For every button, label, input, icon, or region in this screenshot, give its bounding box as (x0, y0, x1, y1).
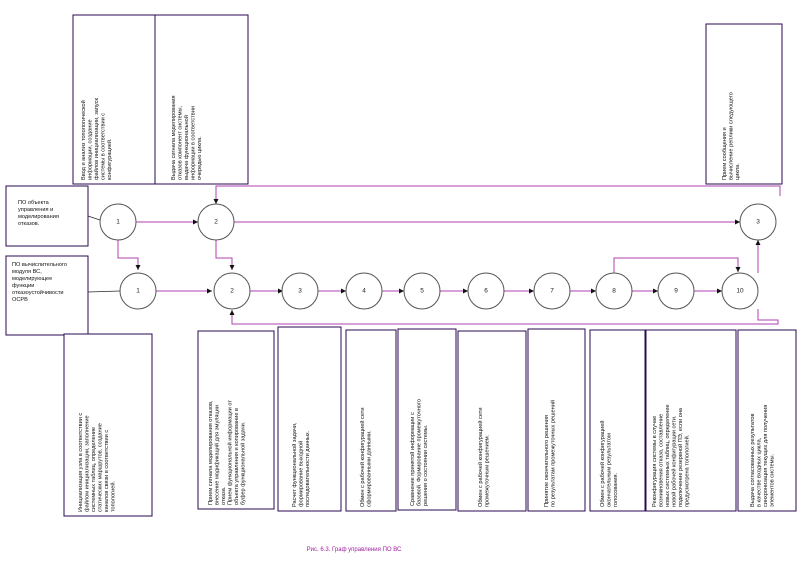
svg-text:Обмен с рабочей конфигурацией: Обмен с рабочей конфигурацией сети проме… (477, 406, 491, 507)
top-note-2: Выдача сигнала моделирования отказов ком… (154, 14, 249, 185)
bottom-note-3: Расчет функциональной задачи, формирован… (277, 326, 342, 512)
side-label-object-software: ПО объекта управления и моделирования от… (5, 185, 89, 247)
bottom-node-8: 8 (595, 272, 633, 310)
svg-text:8: 8 (612, 288, 616, 295)
svg-text:Выдача сигнала моделирования: Выдача сигнала моделирования отказов ком… (171, 94, 203, 180)
edge-b8-b10-bypass (613, 257, 739, 273)
bottom-note-10: Выдача согласованных результатов в качес… (737, 329, 797, 512)
bottom-node-6: 6 (467, 272, 505, 310)
svg-text:2: 2 (230, 288, 234, 295)
bottom-node-1: 1 (119, 272, 157, 310)
svg-text:3: 3 (298, 288, 302, 295)
bottom-note-8: Обмен с рабочей конфигурацией окончатель… (589, 329, 646, 512)
bottom-node-9: 9 (657, 272, 695, 310)
edge-b10-b2-feedback (231, 309, 779, 325)
side-label-text: ПО вычислительного модуля ВС, моделирующ… (12, 262, 69, 303)
bottom-note-9: Реконфигурация системы в случае возникно… (645, 329, 737, 512)
svg-text:Реконфигурация системы в случа: Реконфигурация системы в случае возникно… (652, 403, 691, 507)
bottom-note-6: Обмен с рабочей конфигурацией сети проме… (457, 330, 527, 512)
bottom-node-4: 4 (345, 272, 383, 310)
bottom-note-4: Обмен с рабочей конфигурацией сети сформ… (345, 329, 397, 512)
top-node-1: 1 (99, 203, 137, 241)
bottom-node-3: 3 (281, 272, 319, 310)
bottom-node-5: 5 (403, 272, 441, 310)
svg-text:5: 5 (420, 288, 424, 295)
svg-text:Обмен с рабочей конфигурацией: Обмен с рабочей конфигурацией сети сформ… (359, 406, 373, 507)
top-note-1: Ввод и анализ топологической информации,… (72, 14, 156, 185)
graph-edges (117, 185, 781, 325)
svg-text:7: 7 (550, 288, 554, 295)
svg-text:6: 6 (484, 288, 488, 295)
svg-text:Сравнение принятой информации: Сравнение принятой информации с базовой.… (409, 398, 429, 507)
svg-text:Обмен с рабочей конфигурацией: Обмен с рабочей конфигурацией окончатель… (599, 419, 619, 507)
box-connectors (87, 215, 121, 293)
svg-text:1: 1 (116, 219, 120, 226)
arrowheads (135, 199, 761, 315)
side-label-text: ПО объекта управления и моделирования от… (18, 200, 60, 227)
svg-text:9: 9 (674, 288, 678, 295)
svg-text:Выдача согласованных результат: Выдача согласованных результатов в качес… (750, 403, 776, 507)
svg-text:1: 1 (136, 288, 140, 295)
bottom-note-5: Сравнение принятой информации с базовой.… (397, 328, 457, 511)
bottom-note-2: Прием сигнала моделирования отказов, вне… (197, 330, 275, 510)
svg-text:Прием сообщения и вычисл: Прием сообщения и вычисление реплики сле… (722, 91, 741, 180)
top-node-2: 2 (197, 203, 235, 241)
svg-text:2: 2 (214, 219, 218, 226)
top-note-3: Прием сообщения и вычисление реплики сле… (705, 23, 783, 185)
svg-text:Ввод и анализ топологической: Ввод и анализ топологической информации,… (80, 97, 113, 180)
top-node-3: 3 (739, 203, 777, 241)
edge-t1-b1 (117, 240, 139, 270)
svg-text:Прием сигнала моделирования от: Прием сигнала моделирования отказов, вне… (208, 399, 247, 505)
edge-t2-b2 (215, 240, 233, 270)
figure-caption: Рис. 6.3. Граф управления ПО ВС (307, 547, 402, 553)
svg-text:Принятие окончательного решени: Принятие окончательного решения по резул… (544, 400, 557, 507)
bottom-node-10: 10 (721, 272, 759, 310)
side-label-module-software: ПО вычислительного модуля ВС, моделирующ… (5, 255, 89, 336)
bottom-node-2: 2 (213, 272, 251, 310)
edge-t3-t2-feedback (215, 185, 781, 204)
svg-text:3: 3 (756, 219, 760, 226)
bottom-node-7: 7 (533, 272, 571, 310)
bottom-note-1: Инициализация узла в соответствии с файл… (63, 333, 153, 517)
svg-text:10: 10 (736, 288, 744, 295)
svg-text:Инициализация узла в соответст: Инициализация узла в соответствии с файл… (78, 411, 117, 512)
svg-text:4: 4 (362, 288, 366, 295)
svg-text:Расчет функциональной задачи,: Расчет функциональной задачи, формирован… (291, 421, 311, 507)
bottom-note-7: Принятие окончательного решения по резул… (527, 328, 586, 512)
